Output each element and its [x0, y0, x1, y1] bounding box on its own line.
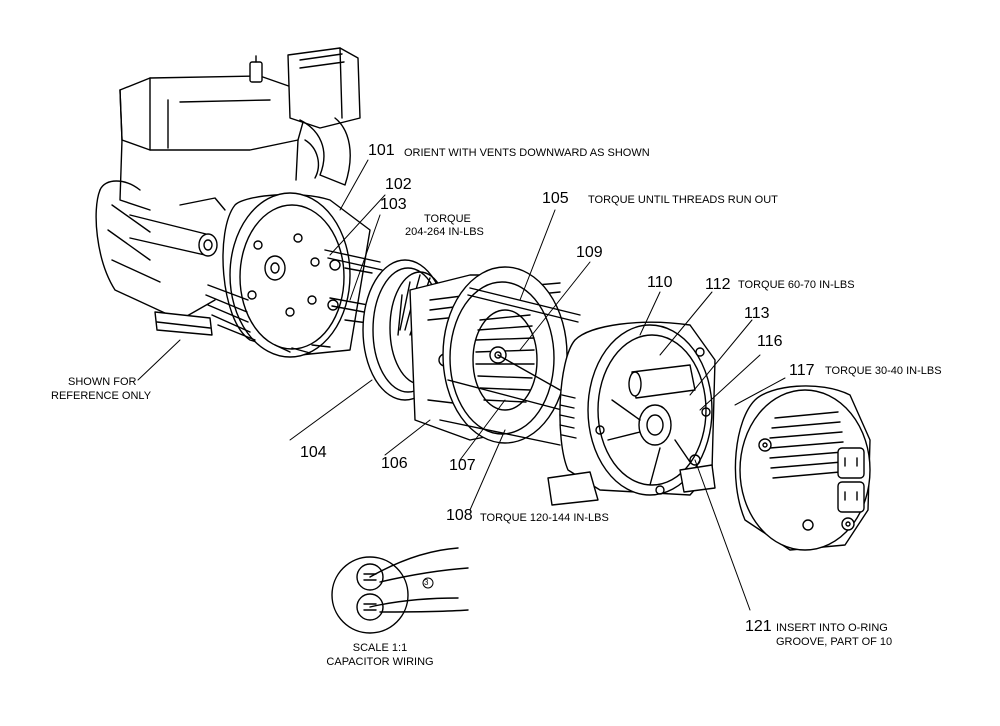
- capacitor-wiring-detail: [331, 547, 469, 634]
- callout-103-number: 103: [380, 196, 407, 213]
- callout-102-number: 102: [385, 176, 412, 193]
- callout-121-note-line2: GROOVE, PART OF 10: [776, 636, 893, 648]
- reference-note-line2: REFERENCE ONLY: [51, 390, 152, 402]
- capacitor-marker: 3: [424, 578, 429, 587]
- callout-116-number: 116: [757, 333, 783, 350]
- reference-note-line1: SHOWN FOR: [68, 376, 137, 388]
- callout-103-note-line1: TORQUE: [424, 213, 471, 225]
- capacitor-wiring-label: CAPACITOR WIRING: [326, 656, 434, 668]
- callout-107-number: 107: [449, 457, 476, 474]
- callout-105-note: TORQUE UNTIL THREADS RUN OUT: [588, 194, 778, 206]
- callout-112-number: 112: [705, 276, 731, 293]
- capacitor-scale-label: SCALE 1:1: [352, 642, 408, 654]
- callout-105-number: 105: [542, 190, 569, 207]
- callout-110-number: 110: [647, 274, 673, 291]
- engine-reference: [95, 47, 361, 336]
- callout-104-number: 104: [300, 444, 327, 461]
- callout-101-note: ORIENT WITH VENTS DOWNWARD AS SHOWN: [404, 147, 650, 159]
- callout-106-number: 106: [381, 455, 408, 472]
- rotor: [442, 266, 568, 444]
- callout-117-number: 117: [789, 362, 815, 379]
- callout-112-note: TORQUE 60-70 IN-LBS: [738, 279, 855, 291]
- callout-108-number: 108: [446, 507, 473, 524]
- engine-adapter: [205, 192, 371, 358]
- callout-109-number: 109: [576, 244, 603, 261]
- leader-lines: [137, 159, 786, 611]
- callout-103-note-line2: 204-264 IN-LBS: [405, 226, 484, 238]
- end-cover: [734, 385, 871, 551]
- callout-117-note: TORQUE 30-40 IN-LBS: [825, 365, 942, 377]
- callout-101-number: 101: [368, 142, 395, 159]
- callout-113-number: 113: [744, 305, 770, 322]
- callout-121-note-line1: INSERT INTO O-RING: [776, 622, 888, 634]
- callout-121-number: 121: [745, 618, 772, 635]
- stator-housing: [547, 321, 716, 506]
- callout-108-note: TORQUE 120-144 IN-LBS: [480, 512, 609, 524]
